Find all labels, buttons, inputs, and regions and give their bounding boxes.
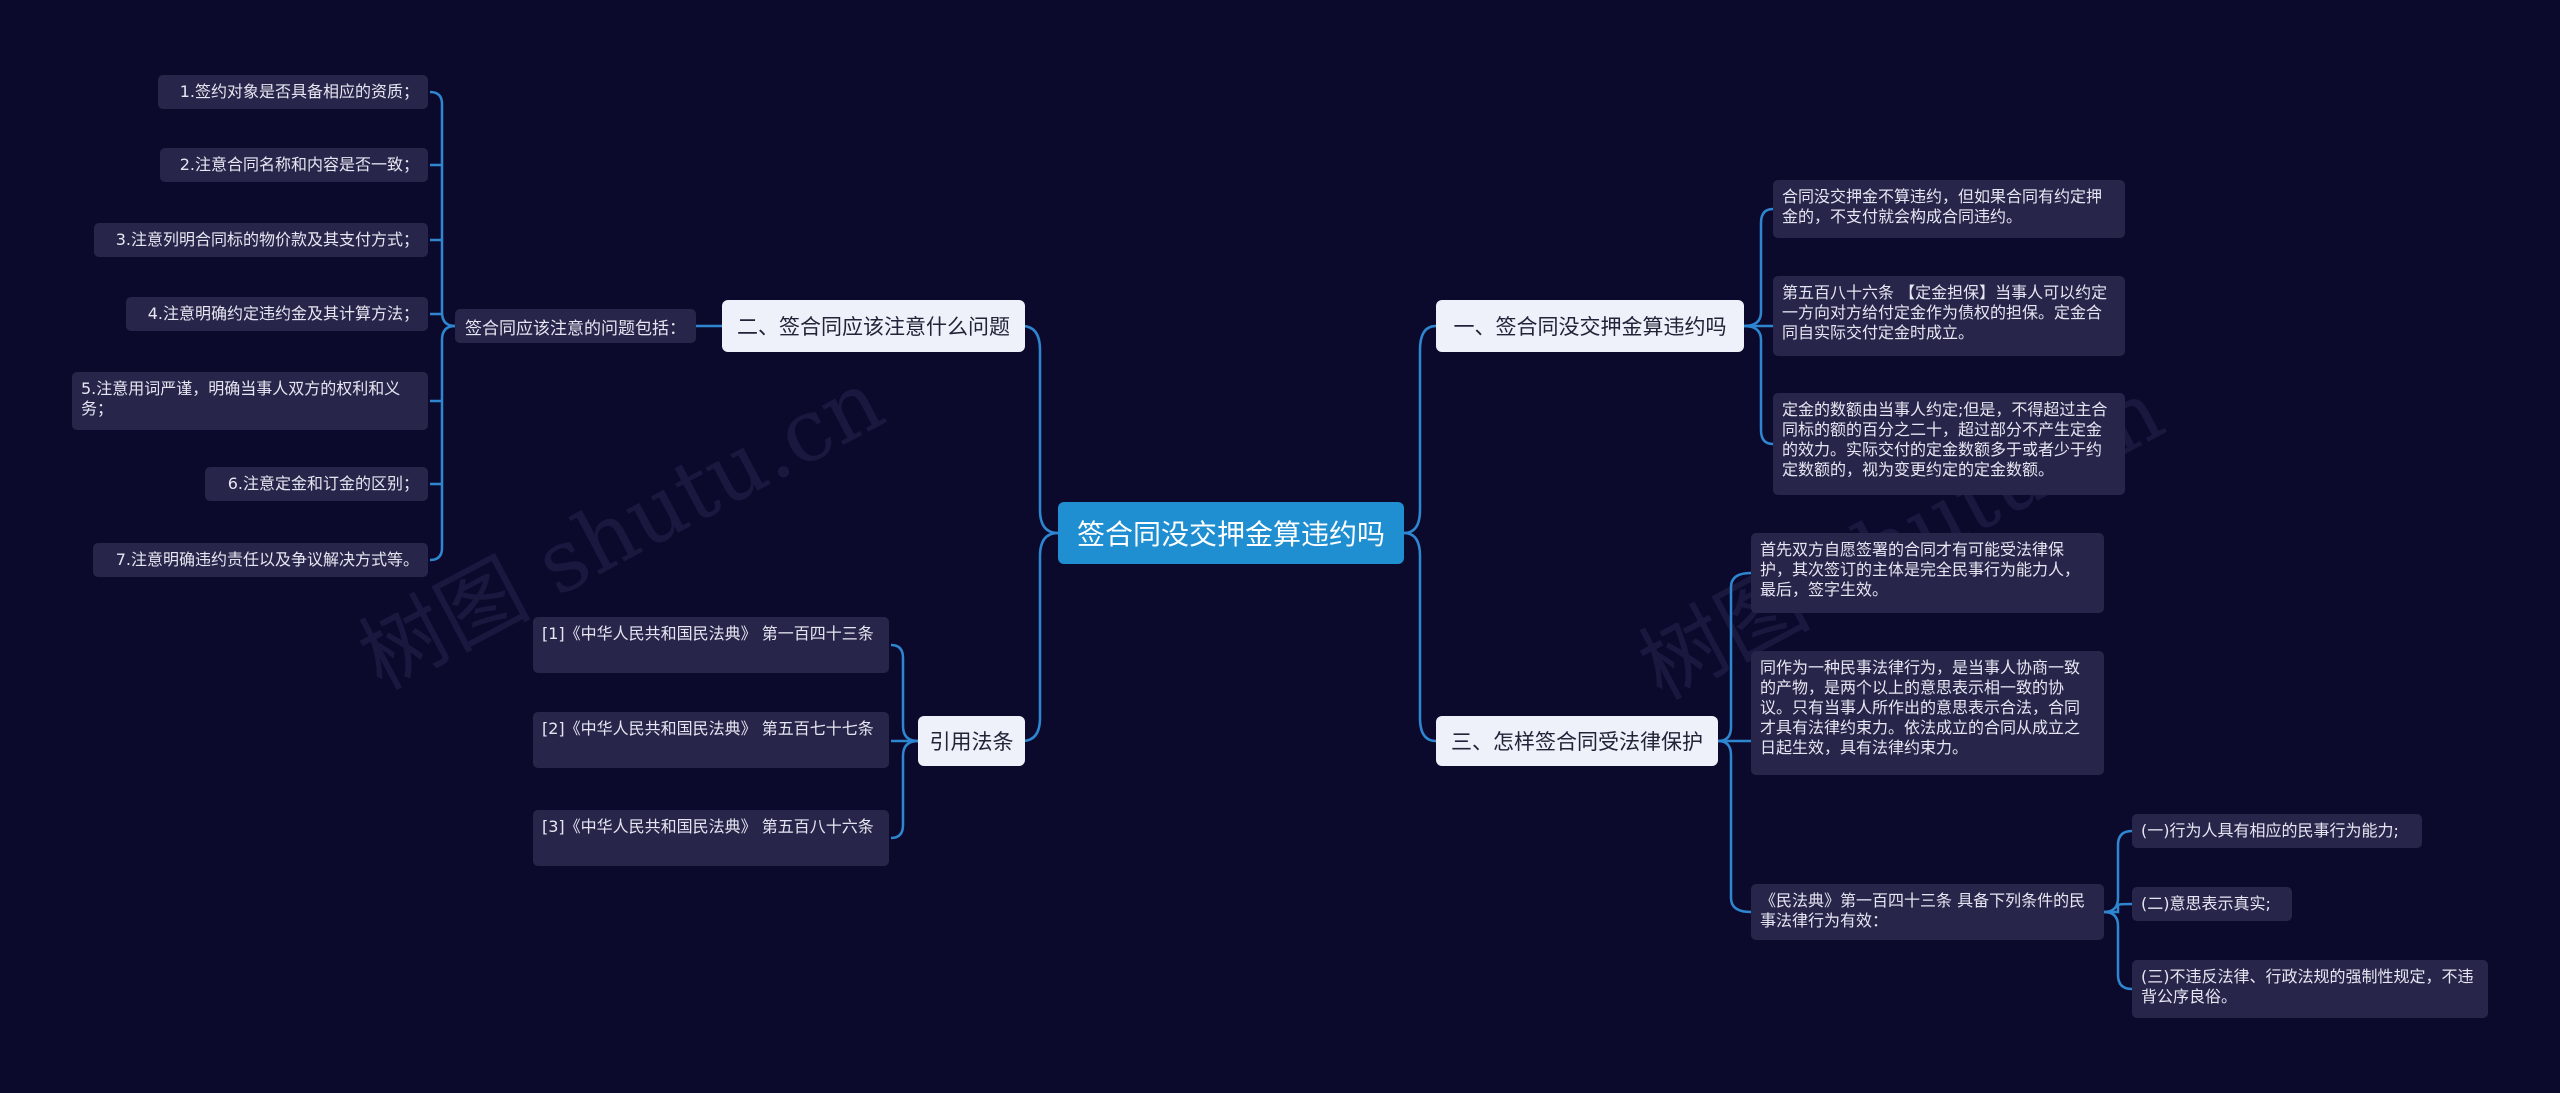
- protection-item-2[interactable]: 同作为一种民事法律行为，是当事人协商一致的产物，是两个以上的意思表示相一致的协议…: [1751, 651, 2104, 775]
- branch-title-cited-laws[interactable]: 引用法条: [918, 716, 1025, 766]
- root-node[interactable]: 签合同没交押金算违约吗: [1058, 502, 1404, 564]
- note-item-6[interactable]: 6.注意定金和订金的区别；: [205, 467, 428, 501]
- branch-title-deposit-breach[interactable]: 一、签合同没交押金算违约吗: [1436, 300, 1744, 352]
- law-ref-3[interactable]: [3]《中华人民共和国民法典》 第五百八十六条: [533, 810, 889, 866]
- note-item-7[interactable]: 7.注意明确违约责任以及争议解决方式等。: [93, 543, 428, 577]
- branch-title-contract-notes[interactable]: 二、签合同应该注意什么问题: [722, 300, 1025, 352]
- condition-item-2[interactable]: (二)意思表示真实;: [2132, 887, 2292, 921]
- note-item-2[interactable]: 2.注意合同名称和内容是否一致；: [160, 148, 428, 182]
- law-ref-1[interactable]: [1]《中华人民共和国民法典》 第一百四十三条: [533, 617, 889, 673]
- branch-title-legal-protection[interactable]: 三、怎样签合同受法律保护: [1436, 716, 1718, 766]
- protection-item-1[interactable]: 首先双方自愿签署的合同才有可能受法律保护，其次签订的主体是完全民事行为能力人，最…: [1751, 533, 2104, 613]
- deposit-item-3[interactable]: 定金的数额由当事人约定;但是，不得超过主合同标的额的百分之二十，超过部分不产生定…: [1773, 393, 2125, 495]
- note-item-5[interactable]: 5.注意用词严谨，明确当事人双方的权利和义务；: [72, 372, 428, 430]
- note-item-4[interactable]: 4.注意明确约定违约金及其计算方法；: [126, 297, 428, 331]
- deposit-item-2[interactable]: 第五百八十六条 【定金担保】当事人可以约定一方向对方给付定金作为债权的担保。定金…: [1773, 276, 2125, 356]
- note-item-3[interactable]: 3.注意列明合同标的物价款及其支付方式；: [94, 223, 428, 257]
- note-item-1[interactable]: 1.签约对象是否具备相应的资质；: [158, 75, 428, 109]
- condition-item-1[interactable]: (一)行为人具有相应的民事行为能力;: [2132, 814, 2422, 848]
- law-ref-2[interactable]: [2]《中华人民共和国民法典》 第五百七十七条: [533, 712, 889, 768]
- contract-notes-intro[interactable]: 签合同应该注意的问题包括：: [455, 309, 696, 343]
- condition-item-3[interactable]: (三)不违反法律、行政法规的强制性规定，不违背公序良俗。: [2132, 960, 2488, 1018]
- deposit-item-1[interactable]: 合同没交押金不算违约，但如果合同有约定押金的，不支付就会构成合同违约。: [1773, 180, 2125, 238]
- protection-item-3[interactable]: 《民法典》第一百四十三条 具备下列条件的民事法律行为有效：: [1751, 884, 2104, 940]
